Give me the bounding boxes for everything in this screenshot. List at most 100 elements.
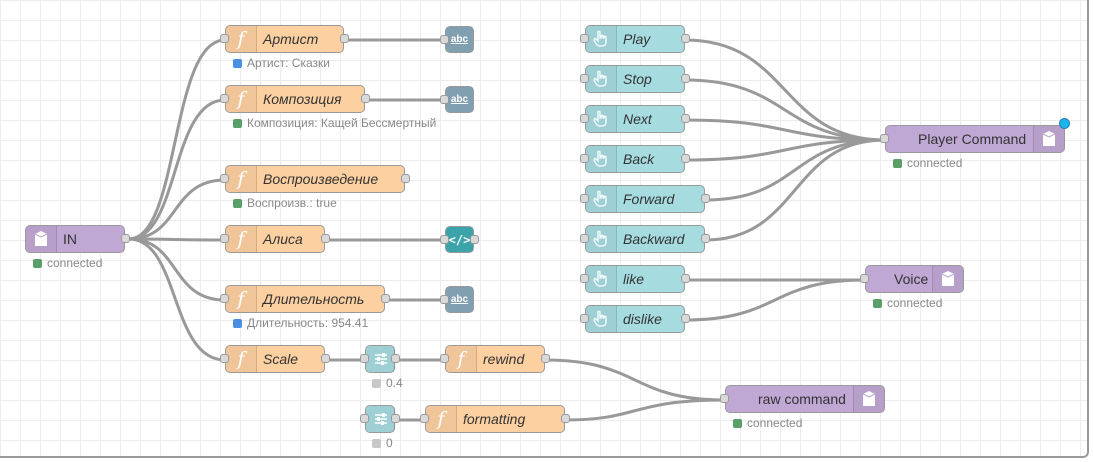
function-node-rewind[interactable]: f rewind	[440, 345, 550, 373]
output-port[interactable]	[470, 235, 479, 244]
function-node-composition[interactable]: f Композиция	[220, 85, 370, 113]
wire	[564, 398, 726, 422]
node-label: Player Command	[918, 131, 1027, 147]
output-port[interactable]	[701, 234, 710, 243]
output-port[interactable]	[681, 154, 690, 163]
input-port[interactable]	[440, 35, 449, 44]
home-assistant-icon	[1033, 126, 1064, 152]
input-port[interactable]	[580, 114, 589, 123]
button-node-back[interactable]: Back	[580, 145, 690, 173]
button-node-forward[interactable]: Forward	[580, 185, 710, 213]
code-format-icon: </>	[446, 227, 473, 252]
output-port[interactable]	[321, 234, 330, 243]
button-node-play[interactable]: Play	[580, 25, 690, 53]
output-port[interactable]	[541, 354, 550, 363]
input-port[interactable]	[420, 414, 429, 423]
output-port[interactable]	[561, 414, 570, 423]
output-port[interactable]	[681, 274, 690, 283]
status-range-2: 0	[372, 436, 393, 450]
input-port[interactable]	[440, 235, 449, 244]
status-dot	[233, 198, 242, 208]
wire	[128, 178, 226, 241]
node-label: Композиция	[263, 91, 342, 107]
hand-pointer-icon	[586, 266, 617, 292]
debug-node-duration[interactable]: abc	[440, 286, 474, 313]
node-label: dislike	[623, 311, 662, 327]
debug-node-artist[interactable]: abc	[440, 26, 474, 53]
raw-command-node[interactable]: raw command	[720, 385, 885, 413]
input-port[interactable]	[580, 34, 589, 43]
status-playback: Воспроизв.: true	[233, 196, 337, 210]
range-node-1[interactable]	[360, 345, 400, 373]
function-icon: f	[226, 346, 257, 372]
input-port[interactable]	[860, 274, 869, 283]
input-port[interactable]	[720, 394, 729, 403]
input-port[interactable]	[440, 354, 449, 363]
input-port[interactable]	[580, 154, 589, 163]
button-node-stop[interactable]: Stop	[580, 65, 690, 93]
function-node-scale[interactable]: f Scale	[220, 345, 330, 373]
status-player-command: connected	[893, 156, 962, 170]
range-node-2[interactable]	[360, 405, 400, 433]
wire	[128, 237, 226, 362]
node-label: Длительность	[263, 291, 365, 307]
hand-pointer-icon	[586, 226, 617, 252]
input-port[interactable]	[440, 95, 449, 104]
debug-node-composition[interactable]: abc	[440, 86, 474, 113]
button-node-like[interactable]: like	[580, 265, 690, 293]
input-port[interactable]	[580, 314, 589, 323]
output-port[interactable]	[321, 354, 330, 363]
input-port[interactable]	[580, 274, 589, 283]
node-label: Scale	[263, 351, 299, 367]
output-port[interactable]	[121, 234, 130, 243]
function-node-duration[interactable]: f Длительность	[220, 285, 390, 313]
input-port[interactable]	[220, 234, 229, 243]
function-node-formatting[interactable]: f formatting	[420, 405, 570, 433]
output-port[interactable]	[681, 34, 690, 43]
output-port[interactable]	[681, 74, 690, 83]
input-port[interactable]	[360, 414, 369, 423]
hand-pointer-icon	[586, 306, 617, 332]
input-port[interactable]	[440, 295, 449, 304]
status-dot	[372, 378, 381, 388]
output-port[interactable]	[391, 354, 400, 363]
input-port[interactable]	[220, 354, 229, 363]
player-command-node[interactable]: Player Command	[880, 118, 1070, 153]
format-node-alisa[interactable]: </>	[440, 226, 479, 253]
status-artist: Артист: Сказки	[233, 56, 330, 70]
input-port[interactable]	[360, 354, 369, 363]
button-node-backward[interactable]: Backward	[580, 225, 710, 253]
output-port[interactable]	[391, 414, 400, 423]
input-port[interactable]	[880, 134, 889, 143]
output-port[interactable]	[681, 114, 690, 123]
button-node-next[interactable]: Next	[580, 105, 690, 133]
output-port[interactable]	[401, 174, 410, 183]
output-port[interactable]	[361, 94, 370, 103]
home-assistant-icon	[26, 226, 57, 252]
output-port[interactable]	[340, 34, 349, 43]
function-node-alisa[interactable]: f Алиса	[220, 225, 330, 253]
input-port[interactable]	[220, 174, 229, 183]
voice-node[interactable]: Voice	[860, 265, 964, 293]
input-port[interactable]	[220, 294, 229, 303]
status-range-1: 0.4	[372, 376, 403, 390]
status-duration: Длительность: 954.41	[233, 316, 368, 330]
input-port[interactable]	[220, 94, 229, 103]
function-icon: f	[426, 406, 457, 432]
input-port[interactable]	[580, 194, 589, 203]
button-node-dislike[interactable]: dislike	[580, 305, 690, 333]
status-dot	[233, 118, 242, 128]
output-port[interactable]	[681, 314, 690, 323]
status-dot	[873, 298, 882, 308]
hand-pointer-icon	[586, 66, 617, 92]
input-port[interactable]	[580, 74, 589, 83]
function-node-playback[interactable]: f Воспроизведение	[220, 165, 410, 193]
output-port[interactable]	[381, 294, 390, 303]
input-port[interactable]	[580, 234, 589, 243]
input-port[interactable]	[220, 34, 229, 43]
function-node-artist[interactable]: f Артист	[220, 25, 349, 53]
function-icon: f	[226, 166, 257, 192]
in-node[interactable]: IN	[25, 225, 130, 253]
output-port[interactable]	[701, 194, 710, 203]
